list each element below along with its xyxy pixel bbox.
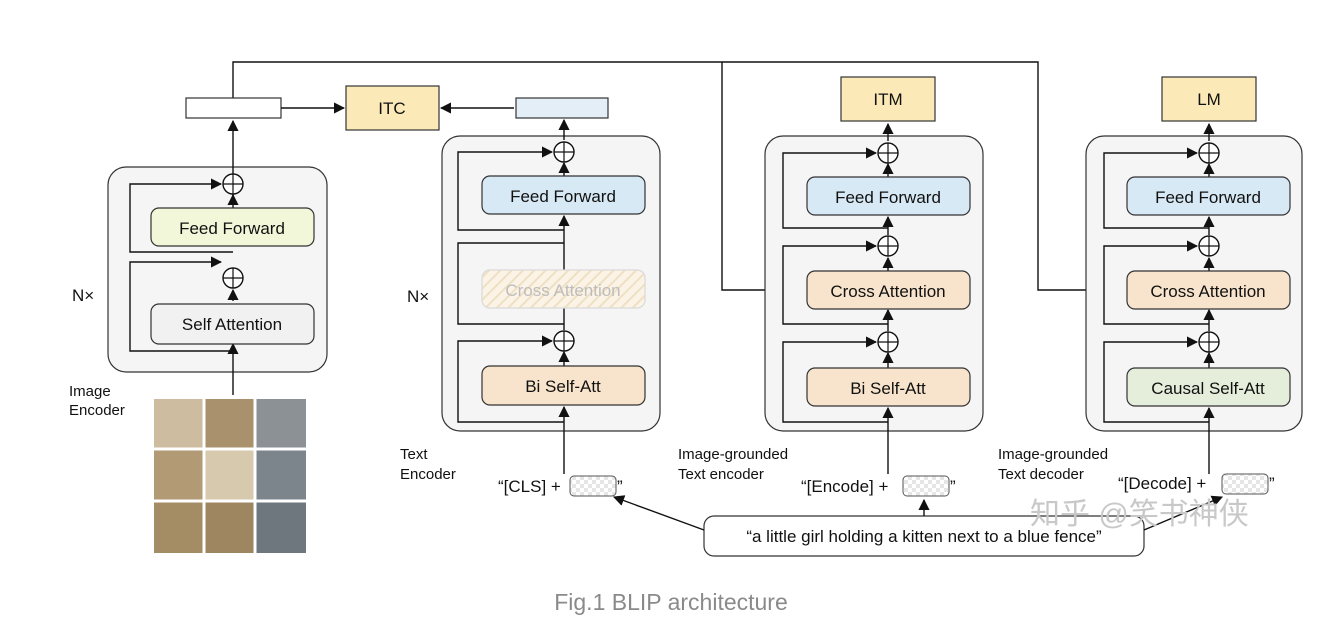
input-to-text-encoder-arrow <box>612 495 705 531</box>
itc-label: ITC <box>378 99 405 118</box>
text-cross-attention-box-disabled <box>481 269 646 309</box>
gd-residual-add-bottom <box>1198 331 1220 353</box>
image-self-attention-box <box>150 303 315 345</box>
ge-caption-line1: Image-grounded <box>678 446 788 463</box>
gd-feed-forward-label: Feed Forward <box>1155 188 1261 207</box>
ge-cross-attention-box <box>806 270 971 310</box>
image-encoder-caption-line1: Image <box>69 383 111 400</box>
gd-input-prefix: “[Decode] + <box>1118 474 1206 493</box>
text-encoder-caption-line2: Encoder <box>400 466 456 483</box>
input-to-grounded-decoder-arrow <box>1143 495 1224 531</box>
watermark-text: 知乎 @笑书神侠 <box>1030 498 1249 531</box>
image-residual-add-bottom <box>222 267 244 289</box>
text-encoder-caption-line1: Text <box>400 446 428 463</box>
ge-feed-forward-label: Feed Forward <box>835 188 941 207</box>
text-encoder: Feed Forward Cross Attention Bi Self-Att… <box>400 97 661 497</box>
text-self-att-label: Bi Self-Att <box>525 377 601 396</box>
text-encoder-repeat-label: N× <box>407 287 429 306</box>
image-grounded-text-encoder: ITM Feed Forward Cross Attention Bi Self… <box>678 76 984 497</box>
ge-input-suffix: ” <box>950 477 956 496</box>
image-grounded-text-decoder: LM Feed Forward Cross Attention Causal S… <box>998 76 1303 495</box>
gd-causal-self-att-label: Causal Self-Att <box>1151 379 1265 398</box>
text-feed-forward-box <box>481 175 646 215</box>
image-encoder: Feed Forward Self Attention N× Image Enc… <box>69 97 328 419</box>
image-feature-token <box>185 97 282 119</box>
ge-input-token <box>902 475 950 497</box>
ge-residual-add-top <box>877 142 899 164</box>
gd-caption-line2: Text decoder <box>998 466 1084 483</box>
ge-residual-add-middle <box>877 235 899 257</box>
figure-caption: Fig.1 BLIP architecture <box>554 589 788 615</box>
gd-feed-forward-box <box>1126 176 1291 216</box>
text-input-sentence: “a little girl holding a kitten next to … <box>746 527 1102 546</box>
gd-residual-add-top <box>1198 142 1220 164</box>
text-feed-forward-label: Feed Forward <box>510 187 616 206</box>
image-feed-forward-box <box>150 207 315 247</box>
text-encoder-input-prefix: “[CLS] + <box>498 477 561 496</box>
ge-self-att-box <box>806 367 971 407</box>
lm-box <box>1161 76 1257 122</box>
text-self-att-box <box>481 365 646 406</box>
text-residual-add-bottom <box>553 330 575 352</box>
gd-causal-self-att-box <box>1126 367 1291 407</box>
ge-cross-attention-label: Cross Attention <box>830 282 945 301</box>
text-encoder-input-token <box>569 475 617 497</box>
image-feature-route-decoder <box>232 61 1127 296</box>
image-residual-add-top <box>222 173 244 195</box>
gd-caption-line1: Image-grounded <box>998 446 1108 463</box>
gd-input-token <box>1221 473 1269 495</box>
itm-label: ITM <box>873 90 902 109</box>
text-cross-attention-label: Cross Attention <box>505 281 620 300</box>
text-encoder-input-suffix: ” <box>617 477 623 496</box>
ge-caption-line2: Text encoder <box>678 466 764 483</box>
gd-input-suffix: ” <box>1269 474 1275 493</box>
gd-cross-attention-label: Cross Attention <box>1150 282 1265 301</box>
gd-cross-attention-box <box>1126 270 1291 310</box>
itc-box <box>345 85 440 131</box>
itm-box <box>840 76 936 122</box>
ge-feed-forward-box <box>806 176 971 216</box>
image-self-attention-label: Self Attention <box>182 315 282 334</box>
lm-label: LM <box>1197 90 1221 109</box>
ge-input-prefix: “[Encode] + <box>801 477 888 496</box>
image-encoder-repeat-label: N× <box>72 286 94 305</box>
image-encoder-caption-line2: Encoder <box>69 402 125 419</box>
text-residual-add-top <box>553 141 575 163</box>
input-image <box>154 399 306 553</box>
ge-self-att-label: Bi Self-Att <box>850 379 926 398</box>
gd-residual-add-middle <box>1198 235 1220 257</box>
text-feature-token <box>515 97 609 119</box>
ge-residual-add-bottom <box>877 331 899 353</box>
image-feed-forward-label: Feed Forward <box>179 219 285 238</box>
